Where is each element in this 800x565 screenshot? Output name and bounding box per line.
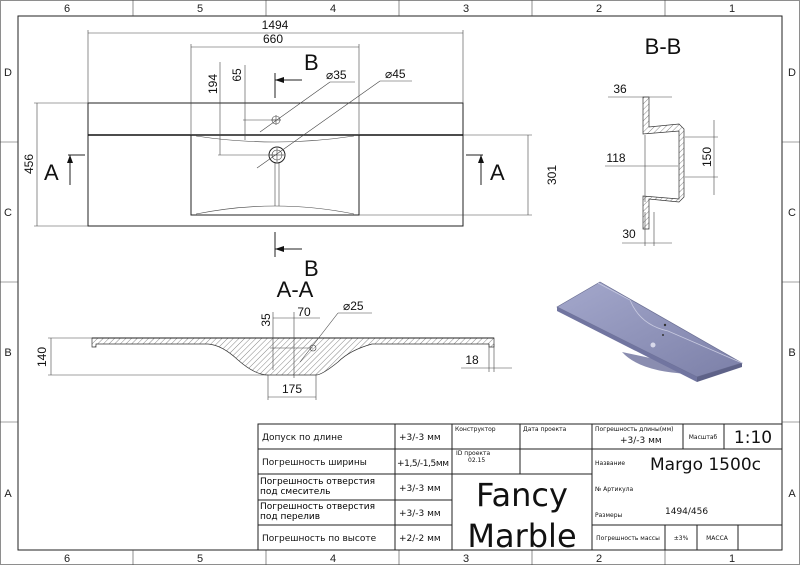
zone-col: 1 <box>729 553 735 565</box>
zone-col: 4 <box>330 553 336 565</box>
zone-col: 5 <box>197 3 203 15</box>
dim-70: 70 <box>297 305 311 319</box>
zone-col: 6 <box>64 553 70 565</box>
zone-row: C <box>4 207 12 219</box>
title-block: Допуск по длине +3/-3 мм Погрешность шир… <box>257 423 783 555</box>
tolerance-value: +3/-3 мм <box>399 509 441 519</box>
size-label: Размеры <box>595 512 623 519</box>
dim-456: 456 <box>22 154 36 174</box>
tolerance-label: Погрешность по высоте <box>262 534 377 544</box>
dim-dia35: ⌀35 <box>326 68 347 82</box>
3d-render <box>556 281 743 382</box>
dim-dia45: ⌀45 <box>385 67 406 81</box>
zone-row: C <box>788 207 796 219</box>
tolerance-value: +3/-3 мм <box>399 433 441 443</box>
tolerance-label: Погрешность ширины <box>262 458 367 468</box>
section-b-marker-bottom: B <box>304 256 319 281</box>
dim-65: 65 <box>230 68 244 82</box>
dim-18: 18 <box>465 353 479 367</box>
section-b-marker-top: B <box>304 50 319 75</box>
length-tolerance: +3/-3 мм <box>620 436 662 446</box>
dim-dia25: ⌀25 <box>343 299 364 313</box>
name-label: Название <box>595 460 625 467</box>
brand-line-2: Marble <box>467 517 576 555</box>
scale-value: 1:10 <box>734 428 772 448</box>
mass-tolerance: ±3% <box>674 535 689 542</box>
zone-row: B <box>788 347 795 359</box>
section-a-marker-right: A <box>490 160 505 185</box>
length-tolerance-label: Погрешность длины(мм) <box>595 426 673 433</box>
dim-30: 30 <box>622 227 636 241</box>
mass-label: МАССА <box>706 535 729 542</box>
article-label: № Артикула <box>595 486 633 493</box>
dim-301: 301 <box>545 165 559 185</box>
section-a-marker-left: A <box>44 160 59 185</box>
zone-col: 3 <box>463 553 469 565</box>
zone-row: A <box>788 488 796 500</box>
section-aa: A-A 140 35 70 ⌀25 175 18 <box>35 277 512 400</box>
dim-194: 194 <box>206 74 220 94</box>
tolerance-value: +3/-3 мм <box>399 484 441 494</box>
dim-35: 35 <box>259 313 273 327</box>
project-date-label: Дата проекта <box>523 426 567 433</box>
dim-150: 150 <box>700 147 714 167</box>
section-aa-title: A-A <box>277 277 314 302</box>
dim-1494: 1494 <box>262 18 289 32</box>
zone-row: A <box>4 488 12 500</box>
zone-col: 4 <box>330 3 336 15</box>
section-bb: B-B 36 118 150 30 <box>605 34 718 246</box>
section-bb-title: B-B <box>645 34 682 59</box>
dim-660: 660 <box>263 32 283 46</box>
dim-118: 118 <box>606 151 625 165</box>
tolerance-value: +1,5/-1,5мм <box>397 459 449 469</box>
dim-140: 140 <box>35 347 49 367</box>
brand-line-1: Fancy <box>476 476 568 514</box>
project-id-label: ID проекта <box>456 450 491 457</box>
zone-row: B <box>4 347 11 359</box>
designer-label: Конструктор <box>455 426 496 433</box>
project-id: 02.15 <box>468 457 485 464</box>
zone-col: 2 <box>596 3 602 15</box>
zone-col: 5 <box>197 553 203 565</box>
zone-col: 2 <box>596 553 602 565</box>
zone-col: 1 <box>729 3 735 15</box>
zone-col: 6 <box>64 3 70 15</box>
top-view: 1494 660 194 65 ⌀35 ⌀45 456 301 A A B B <box>22 18 559 281</box>
zone-labels: 6 5 4 3 2 1 6 5 4 3 2 1 D C B A D C B A <box>4 3 796 565</box>
zone-row: D <box>4 67 12 79</box>
tolerance-label: Погрешность отверстия под смеситель <box>260 477 375 497</box>
size-value: 1494/456 <box>665 507 708 517</box>
tolerance-label: Погрешность отверстия под перелив <box>260 502 375 522</box>
mass-tolerance-label: Погрешность массы <box>596 535 660 542</box>
tolerance-label: Допуск по длине <box>262 433 343 443</box>
dim-175: 175 <box>282 382 302 396</box>
scale-label: Масштаб <box>689 434 718 441</box>
dim-36: 36 <box>613 82 627 96</box>
zone-col: 3 <box>463 3 469 15</box>
zone-row: D <box>788 67 796 79</box>
tolerance-value: +2/-2 мм <box>399 534 441 544</box>
product-name: Margo 1500c <box>650 455 761 475</box>
